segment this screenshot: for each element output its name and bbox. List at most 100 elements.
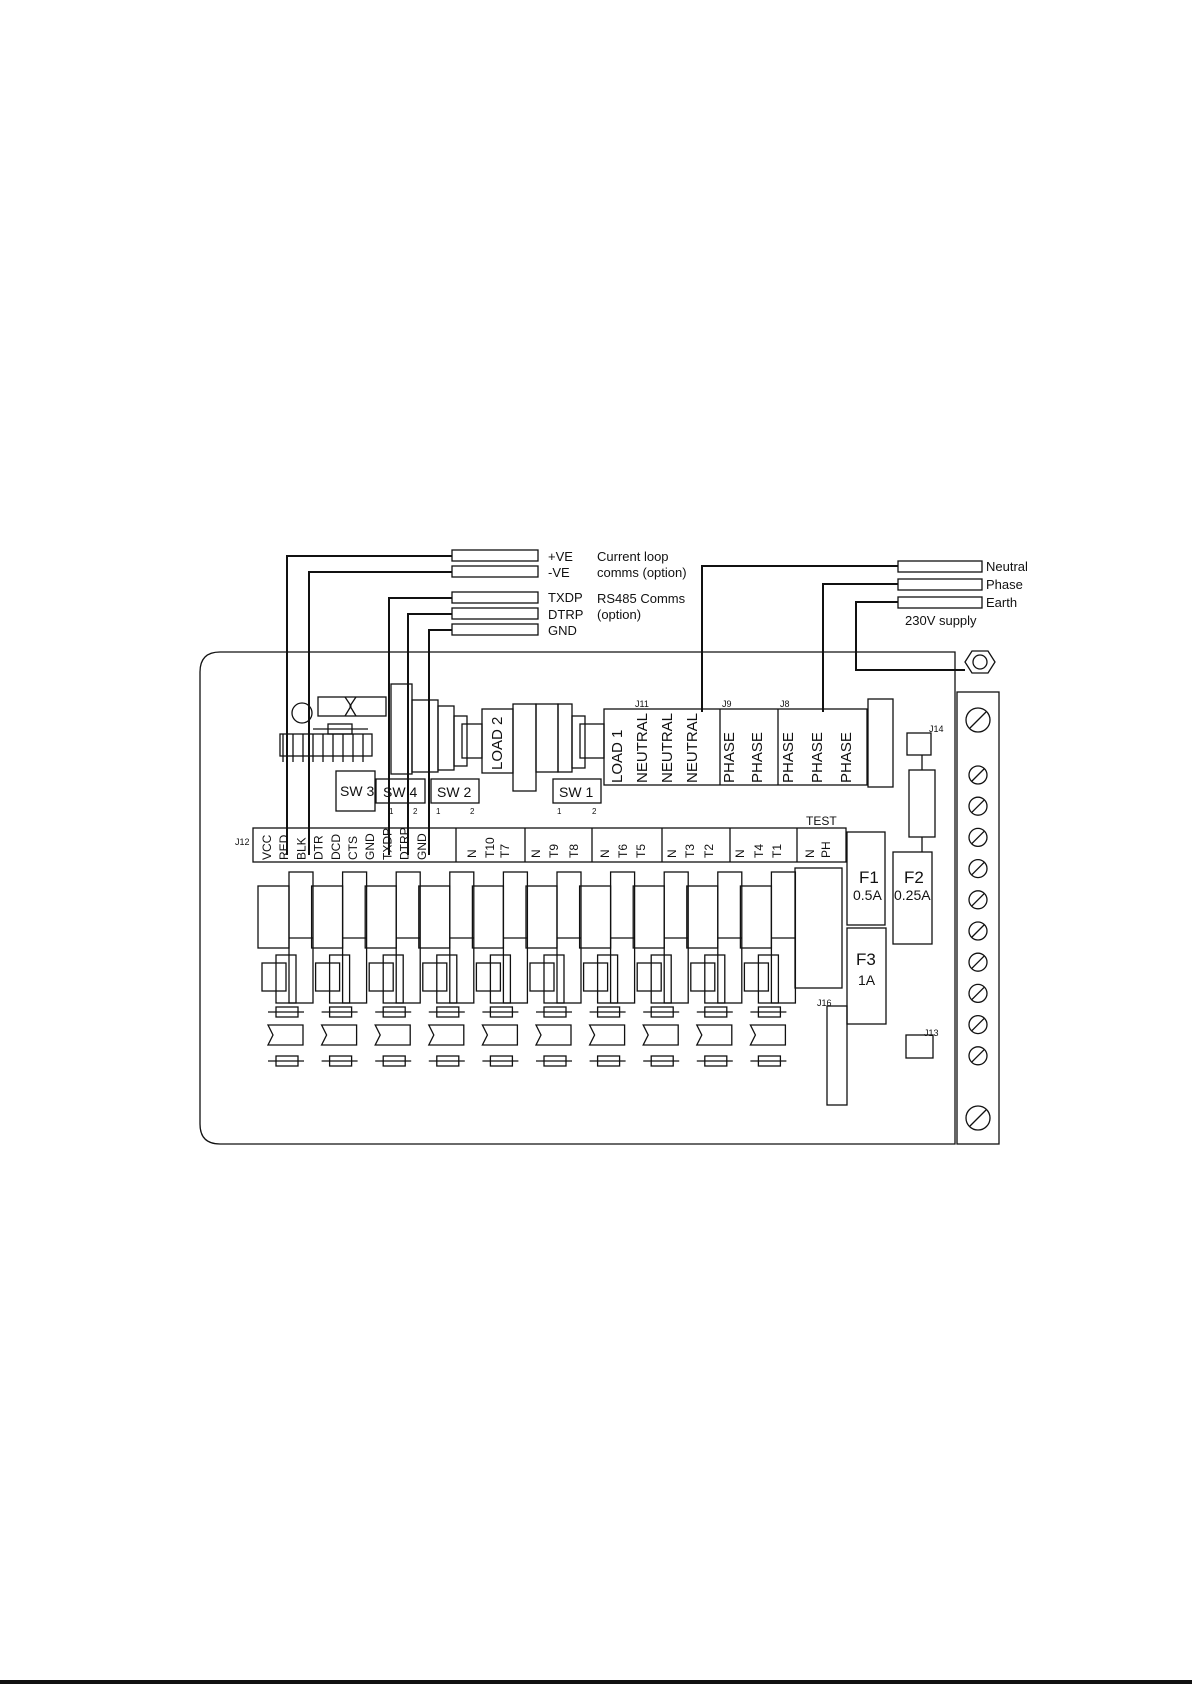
- pos-wire-label: +VE: [548, 549, 573, 564]
- j12-label: J12: [235, 837, 250, 847]
- terminal-screw: [968, 765, 988, 785]
- j13-label: J13: [924, 1028, 939, 1038]
- rs485-note-2: (option): [597, 607, 641, 622]
- test-label: TEST: [806, 814, 837, 828]
- output-relay-channel: [471, 871, 529, 1067]
- j13-box: [905, 1034, 934, 1059]
- j14-label: J14: [929, 724, 944, 734]
- wires: [286, 555, 965, 855]
- terminal-pin-label: T9: [547, 844, 561, 858]
- sw3-label: SW 3: [340, 783, 374, 799]
- signal-wire-stubs: [451, 549, 539, 636]
- terminal-screw: [968, 1046, 988, 1066]
- neg-wire-label: -VE: [548, 565, 570, 580]
- output-relay-array: [257, 871, 797, 1067]
- j16-label: J16: [817, 998, 832, 1008]
- terminal-screw: [968, 890, 988, 910]
- sw4-box: [375, 778, 426, 804]
- terminal-screw: [968, 827, 988, 848]
- j8-label: J8: [780, 699, 790, 709]
- j12-pin-label: VCC: [260, 834, 274, 860]
- fuse-f2-name: F2: [904, 868, 924, 887]
- output-relay-channel: [686, 871, 743, 1067]
- fuse-f3-name: F3: [856, 950, 876, 969]
- fuse-f3-rating: 1A: [858, 972, 876, 988]
- phase-wire-label: Phase: [986, 577, 1023, 592]
- wire-gnd: [428, 629, 452, 855]
- dtrp-wire-label: DTRP: [548, 607, 583, 622]
- power-terminal-label: PHASE: [749, 732, 766, 783]
- terminal-pin-label: T6: [616, 844, 630, 858]
- mains-terminal-block: [956, 691, 1000, 1145]
- terminal-screw: [968, 952, 988, 972]
- terminal-screw: [968, 858, 988, 879]
- j11-label: J11: [635, 699, 649, 709]
- power-terminal-label: PHASE: [721, 732, 738, 783]
- wire-earth: [855, 601, 965, 671]
- terminal-pin-label: T10: [483, 837, 497, 858]
- terminal-pin-label: T7: [498, 844, 512, 858]
- terminal-pin-label: T8: [567, 844, 581, 858]
- terminal-pin-label: N: [803, 849, 817, 858]
- power-terminal-strip: [603, 698, 894, 788]
- sw4-pin1: 1: [389, 807, 394, 816]
- load2-label: LOAD 2: [489, 717, 506, 770]
- output-relay-channel: [310, 871, 368, 1067]
- j12-header: [252, 827, 847, 863]
- terminal-screw: [968, 983, 988, 1004]
- terminal-pin-label: T2: [702, 844, 716, 858]
- terminal-pin-label: N: [598, 849, 612, 858]
- upper-left-components: [279, 696, 387, 762]
- txdp-wire-label: TXDP: [548, 590, 583, 605]
- power-terminal-label: NEUTRAL: [634, 713, 651, 783]
- neutral-wire-label: Neutral: [986, 559, 1028, 574]
- sw2-box: [430, 778, 480, 804]
- j14-resistor: [908, 769, 936, 838]
- j12-pin-label: TXDP: [380, 828, 394, 860]
- power-terminal-label: PHASE: [809, 732, 826, 783]
- sw2-pin1: 1: [436, 807, 441, 816]
- output-relay-channel: [418, 871, 475, 1067]
- output-relay-channel: [364, 871, 421, 1067]
- mains-wire-stubs: [897, 560, 983, 609]
- j12-pin-label: BLK: [294, 837, 308, 860]
- j16-block: [826, 1005, 848, 1106]
- wire-txdp: [388, 597, 452, 855]
- power-terminal-label: PHASE: [780, 732, 797, 783]
- terminal-screw: [968, 1014, 988, 1035]
- terminal-pin-label: T3: [683, 844, 697, 858]
- output-relay-channel: [632, 871, 689, 1067]
- j9-label: J9: [722, 699, 732, 709]
- fuse-f1-name: F1: [859, 868, 879, 887]
- earth-stud: [964, 650, 996, 674]
- sw2-label: SW 2: [437, 784, 471, 800]
- terminal-screw: [968, 796, 988, 816]
- power-terminal-label: PHASE: [838, 732, 855, 783]
- fuse-f3-box: [846, 927, 887, 1025]
- fuse-f2-box: [892, 851, 933, 945]
- load1-label: LOAD 1: [609, 730, 626, 783]
- relay-block-right: [794, 867, 843, 989]
- sw1-label: SW 1: [559, 784, 593, 800]
- terminal-pin-label: N: [465, 849, 479, 858]
- page-bottom-rule: [0, 1680, 1192, 1684]
- power-terminal-label: NEUTRAL: [659, 713, 676, 783]
- sw2-pin2: 2: [470, 807, 475, 816]
- terminal-pin-label: T5: [634, 844, 648, 858]
- output-relay-channel: [578, 871, 636, 1067]
- fuse-f1-box: [846, 831, 886, 926]
- power-terminal-label: NEUTRAL: [684, 713, 701, 783]
- j14-box: [906, 732, 932, 756]
- gnd-wire-label: GND: [548, 623, 577, 638]
- current-loop-note-2: comms (option): [597, 565, 687, 580]
- supply-note: 230V supply: [905, 613, 977, 628]
- j12-pin-label: DTR: [312, 835, 326, 860]
- terminal-pin-label: N: [529, 849, 543, 858]
- wire-pos: [286, 555, 452, 855]
- current-loop-note: Current loop: [597, 549, 669, 564]
- fuse-f2-rating: 0.25A: [894, 887, 931, 903]
- fuse-f1-rating: 0.5A: [853, 887, 882, 903]
- j12-pin-label: CTS: [346, 836, 360, 860]
- j12-pin-label: GND: [415, 833, 429, 860]
